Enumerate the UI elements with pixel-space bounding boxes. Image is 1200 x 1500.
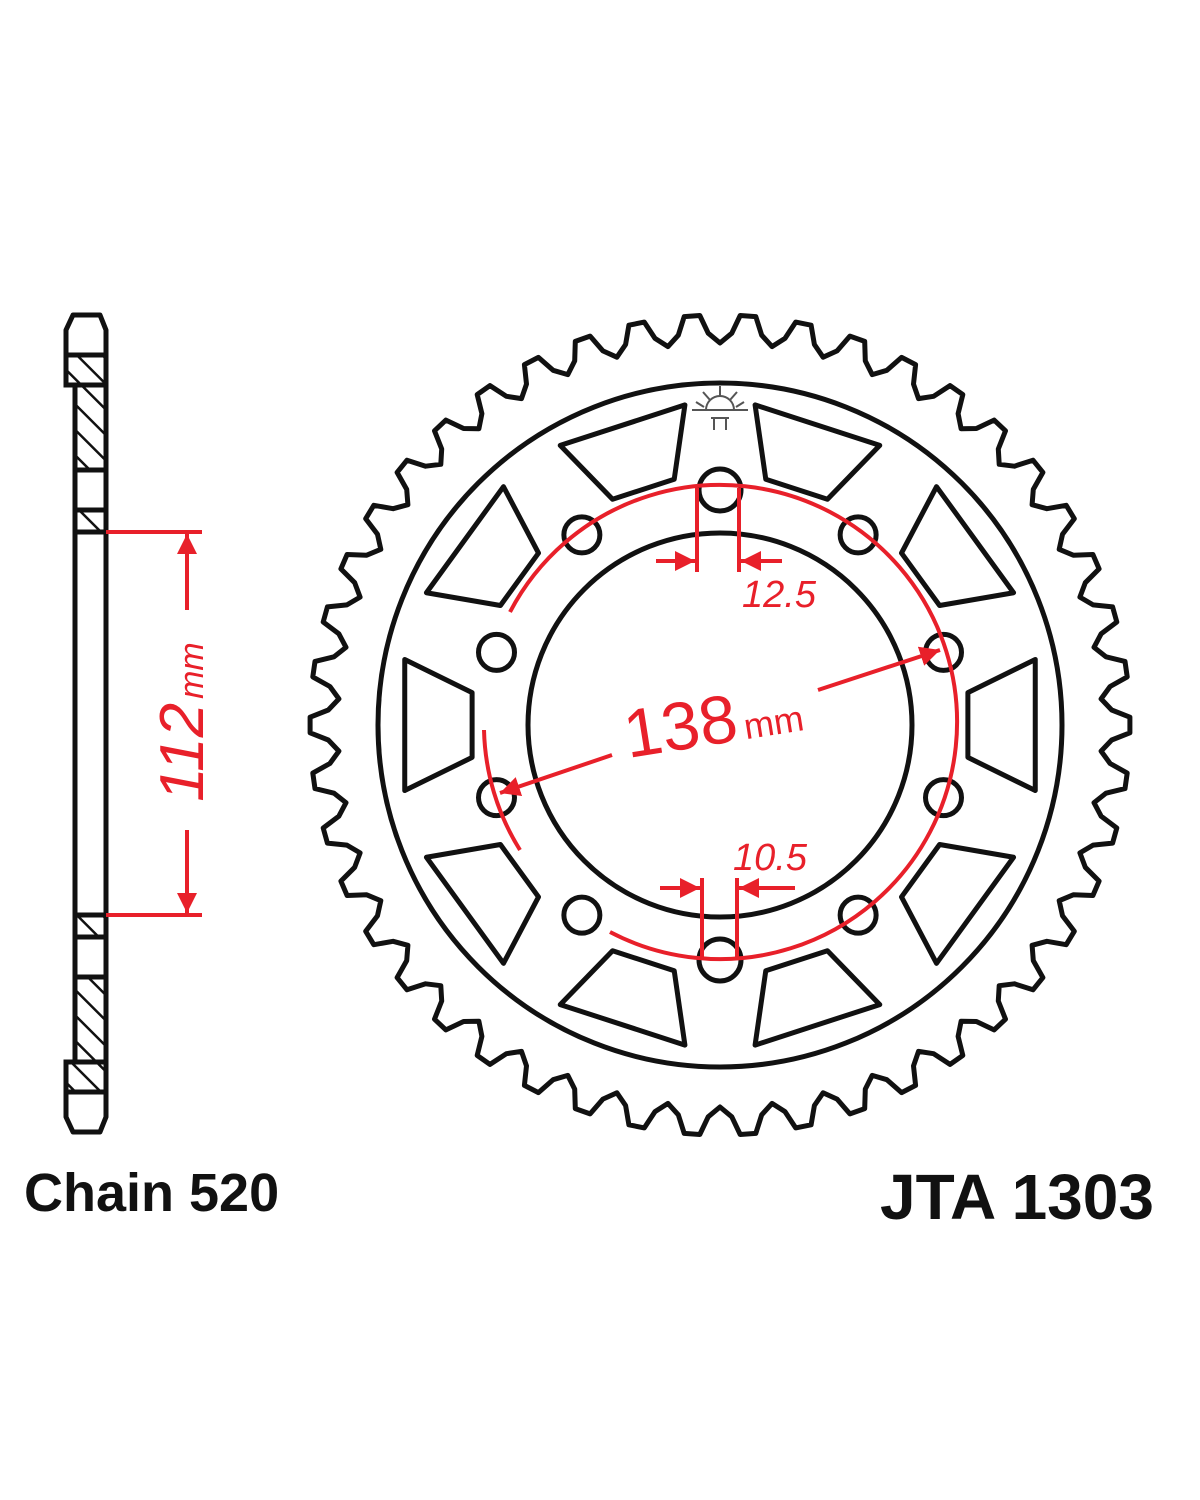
profile-tooth-top bbox=[63, 312, 109, 358]
center-bore-value: 112 bbox=[148, 703, 217, 802]
profile-hatch bbox=[72, 507, 109, 535]
bolt-hole bbox=[696, 466, 744, 514]
bolt-hole bbox=[837, 894, 879, 936]
bolt-hole bbox=[561, 514, 603, 556]
pcd-unit: mm bbox=[741, 697, 807, 747]
side-profile bbox=[63, 312, 109, 1135]
svg-text:138mm: 138mm bbox=[618, 670, 807, 773]
lightening-window bbox=[557, 948, 688, 1048]
hole-dimension-top-value: 12.5 bbox=[742, 574, 817, 616]
lightening-window bbox=[557, 402, 688, 502]
pcd-dimension: 138mm bbox=[482, 483, 959, 962]
center-bore-unit: mm bbox=[173, 642, 211, 699]
center-bore-dimension: 112mm bbox=[106, 530, 217, 917]
bolt-hole bbox=[922, 777, 964, 819]
bolt-hole bbox=[837, 514, 879, 556]
svg-text:112mm: 112mm bbox=[148, 642, 217, 802]
lightening-window bbox=[402, 656, 475, 794]
center-bore bbox=[525, 530, 915, 920]
bolt-hole bbox=[561, 894, 603, 936]
lightening-window bbox=[965, 656, 1038, 794]
lightening-window bbox=[752, 402, 883, 502]
profile-hatch bbox=[72, 382, 109, 473]
outer-ring bbox=[375, 380, 1065, 1070]
part-number-label: JTA 1303 bbox=[880, 1161, 1154, 1233]
lightening-window bbox=[752, 948, 883, 1048]
lightening-window bbox=[898, 484, 1017, 609]
hole-dimension-top: 12.5 bbox=[656, 488, 817, 616]
lightening-window bbox=[898, 841, 1017, 966]
pcd-value: 138 bbox=[618, 680, 742, 773]
profile-hatch bbox=[63, 1059, 109, 1095]
bolt-hole bbox=[476, 777, 518, 819]
brand-logo-icon bbox=[692, 386, 748, 430]
sprocket-teeth-outline bbox=[307, 313, 1133, 1137]
pcd-arc bbox=[508, 483, 959, 962]
lightening-windows bbox=[402, 402, 1038, 1048]
profile-hatch bbox=[63, 352, 109, 388]
chain-size-label: Chain 520 bbox=[24, 1163, 280, 1223]
profile-hatch bbox=[72, 974, 109, 1065]
hole-dimension-bottom-value: 10.5 bbox=[733, 837, 808, 879]
lightening-window bbox=[423, 841, 542, 966]
profile-tooth-bottom bbox=[63, 1089, 109, 1135]
bolt-hole bbox=[476, 631, 518, 673]
profile-hatch bbox=[72, 912, 109, 940]
pcd-arc bbox=[482, 729, 522, 852]
lightening-window bbox=[423, 484, 542, 609]
hole-dimension-bottom: 10.5 bbox=[660, 837, 808, 960]
